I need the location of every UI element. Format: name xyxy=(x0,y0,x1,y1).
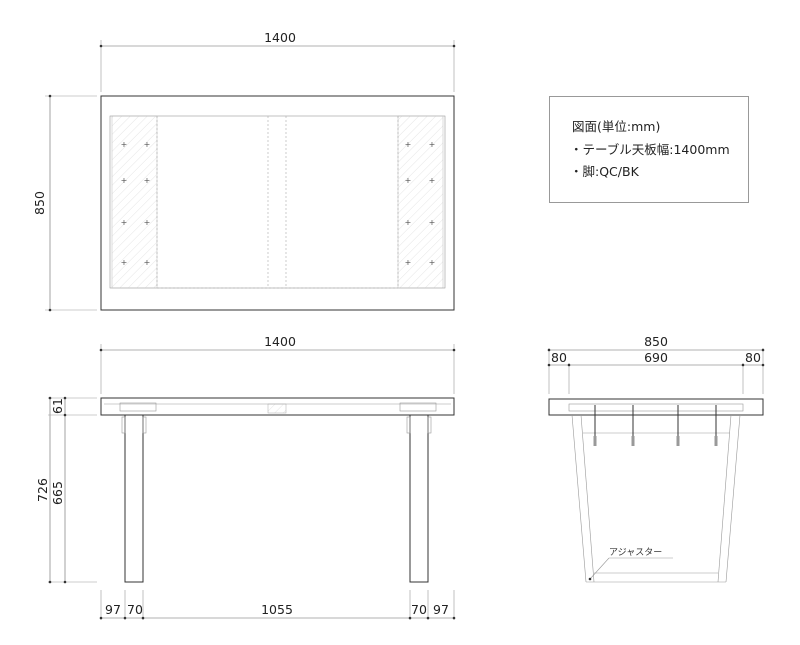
bottom-dim-overhang-left: 97 xyxy=(105,602,121,617)
svg-text:+: + xyxy=(121,218,128,227)
svg-text:+: + xyxy=(121,140,128,149)
leg-height-dimension: 665 xyxy=(50,481,65,505)
side-dim-right: 80 xyxy=(745,350,761,365)
svg-text:+: + xyxy=(405,176,412,185)
svg-text:+: + xyxy=(121,176,128,185)
side-dim-center: 690 xyxy=(644,350,668,365)
top-width-dimension: 1400 xyxy=(264,30,296,45)
svg-text:+: + xyxy=(429,140,436,149)
svg-text:+: + xyxy=(121,258,128,267)
side-dim-left: 80 xyxy=(551,350,567,365)
adjuster-label: アジャスター xyxy=(609,547,662,558)
svg-text:+: + xyxy=(405,140,412,149)
svg-text:+: + xyxy=(429,176,436,185)
notes-leg: ・脚:QC/BK xyxy=(570,164,640,179)
bottom-dim-leg-right: 70 xyxy=(411,602,427,617)
front-right-leg xyxy=(409,414,429,583)
svg-text:+: + xyxy=(429,218,436,227)
top-depth-dimension: 850 xyxy=(32,191,47,215)
total-height-dimension: 726 xyxy=(35,478,50,502)
bottom-dim-overhang-right: 97 xyxy=(433,602,449,617)
front-tabletop xyxy=(100,397,455,416)
svg-text:+: + xyxy=(144,176,151,185)
front-view: 1400 61 726 665 97 70 1055 70 97 xyxy=(35,334,456,620)
top-view: 1400 850 + + + + + + + + + + + + + + + + xyxy=(32,30,456,312)
side-tabletop xyxy=(548,398,764,416)
notes-units: 図面(単位:mm) xyxy=(572,119,660,134)
bottom-dim-span: 1055 xyxy=(261,602,293,617)
side-width-dimension: 850 xyxy=(644,334,668,349)
notes-top-width: ・テーブル天板幅:1400mm xyxy=(570,142,730,157)
svg-text:+: + xyxy=(144,258,151,267)
svg-text:+: + xyxy=(144,218,151,227)
screw-markers: + + + + + + + + + + + + + + + + xyxy=(121,140,436,267)
svg-text:+: + xyxy=(429,258,436,267)
side-bolts xyxy=(593,405,718,446)
front-width-dimension: 1400 xyxy=(264,334,296,349)
top-thickness-dimension: 61 xyxy=(50,398,65,414)
side-view: 850 80 690 80 アジャスター xyxy=(547,334,765,583)
front-left-leg xyxy=(124,414,144,583)
bottom-dim-leg-left: 70 xyxy=(127,602,143,617)
svg-text:+: + xyxy=(144,140,151,149)
svg-text:+: + xyxy=(405,218,412,227)
tabletop-outline xyxy=(100,95,455,311)
notes-box: 図面(単位:mm) ・テーブル天板幅:1400mm ・脚:QC/BK xyxy=(549,96,749,203)
svg-text:+: + xyxy=(405,258,412,267)
